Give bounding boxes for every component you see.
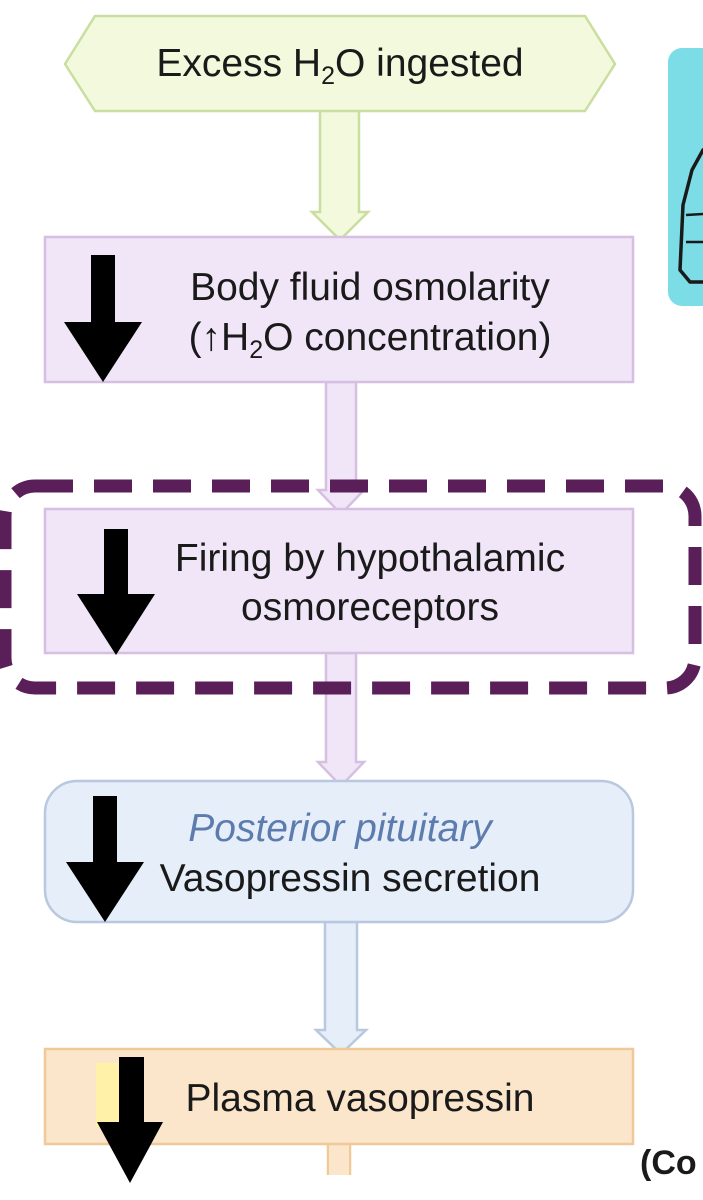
connector-arrow-5 xyxy=(326,1144,352,1175)
node-body-fluid xyxy=(43,235,635,384)
side-panel xyxy=(668,48,703,306)
bottle-icon xyxy=(678,148,703,284)
decrease-arrow-icon-body-fluid xyxy=(64,255,142,382)
decrease-arrow-icon-firing xyxy=(77,529,155,655)
box-pituitary xyxy=(43,779,635,924)
continued-label: (Co xyxy=(640,1144,697,1182)
cyan-panel xyxy=(668,48,703,306)
connector-arrow-3 xyxy=(315,651,367,788)
decrease-arrow-icon-pituitary xyxy=(66,796,144,922)
label-firing-line1: Firing by hypothalamic xyxy=(174,537,566,580)
connector-arrow-1 xyxy=(308,108,372,242)
decrease-arrow-icon-plasma xyxy=(97,1057,163,1183)
node-pituitary xyxy=(43,779,635,924)
node-firing xyxy=(43,507,635,655)
box-body-fluid xyxy=(43,235,635,384)
label-firing-line2: osmoreceptors xyxy=(241,586,499,629)
label-body-fluid-line1: Body fluid osmolarity xyxy=(190,266,550,309)
highlight-dashed-outline xyxy=(0,479,702,695)
label-excess-water: Excess H2O ingested xyxy=(156,42,524,90)
label-plasma: Plasma vasopressin xyxy=(185,1077,535,1120)
label-body-fluid-line2: (↑H2O concentration) xyxy=(188,316,552,364)
hexagon-shape xyxy=(63,14,617,113)
label-pituitary-line1: Posterior pituitary xyxy=(188,807,492,850)
node-excess-water xyxy=(63,14,617,113)
connector-arrow-4 xyxy=(312,920,370,1056)
connector-arrow-2 xyxy=(315,380,367,516)
label-pituitary-line2: Vasopressin secretion xyxy=(159,857,541,900)
box-firing xyxy=(43,507,635,655)
bottle-detail xyxy=(685,212,703,244)
